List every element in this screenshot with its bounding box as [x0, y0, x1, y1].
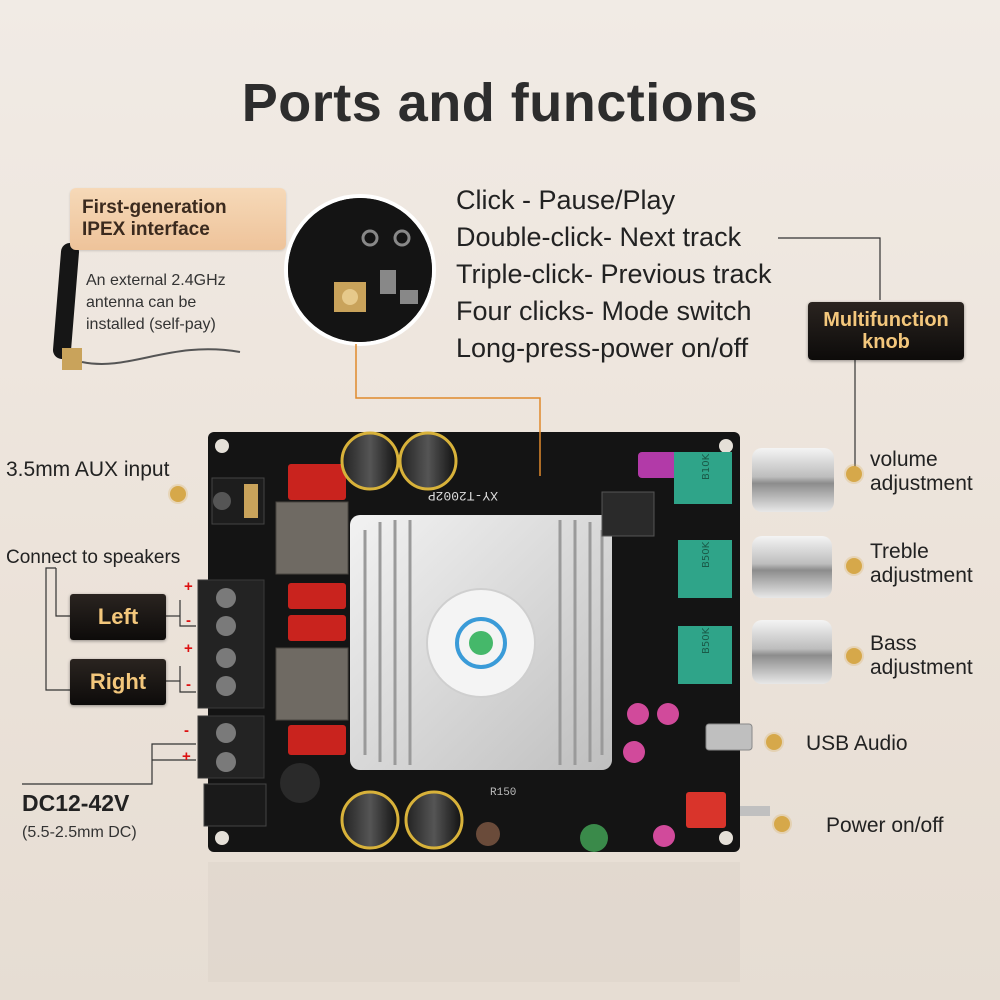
- dc-voltage-label: DC12-42V: [22, 790, 130, 816]
- left-plus-sign: +: [184, 578, 193, 595]
- function-click: Click - Pause/Play: [456, 185, 676, 215]
- power-switch[interactable]: [686, 792, 726, 828]
- volume-knob[interactable]: [752, 448, 834, 512]
- treble-knob[interactable]: [752, 536, 832, 598]
- right-plus-sign: +: [184, 640, 193, 657]
- right-speaker-badge: Right: [70, 659, 166, 705]
- dc-plus-sign: +: [182, 748, 191, 765]
- svg-text:B50K: B50K: [701, 627, 712, 654]
- knob-function-list: Click - Pause/Play Double-click- Next tr…: [456, 182, 772, 367]
- bass-pot: [678, 626, 732, 684]
- bass-knob[interactable]: [752, 620, 832, 684]
- svg-text:B50K: B50K: [701, 541, 712, 568]
- left-speaker-badge: Left: [70, 594, 166, 640]
- board-model-label: XY-T2002P: [428, 488, 498, 503]
- right-minus-sign: -: [186, 676, 191, 693]
- function-triple-click: Triple-click- Previous track: [456, 259, 772, 289]
- left-minus-sign: -: [186, 612, 191, 629]
- function-double-click: Double-click- Next track: [456, 222, 742, 252]
- dc-jack-size-label: (5.5-2.5mm DC): [22, 824, 137, 841]
- aux-input-label: 3.5mm AUX input: [6, 458, 170, 481]
- svg-text:R150: R150: [490, 787, 516, 799]
- function-long-press: Long-press-power on/off: [456, 333, 749, 363]
- usb-audio-label: USB Audio: [806, 732, 908, 755]
- aux-dot: [170, 486, 186, 502]
- treble-dot: [846, 558, 862, 574]
- board-reflection: [208, 862, 740, 982]
- ipex-interface-tag: First-generation IPEX interface: [70, 188, 286, 250]
- function-four-clicks: Four clicks- Mode switch: [456, 296, 752, 326]
- svg-text:B10K: B10K: [701, 453, 712, 480]
- page-title: Ports and functions: [241, 73, 759, 133]
- usb-port: [705, 723, 753, 751]
- usb-dot: [766, 734, 782, 750]
- treble-pot: [678, 540, 732, 598]
- volume-pot: [674, 452, 732, 504]
- volume-dot: [846, 466, 862, 482]
- multifunction-knob-badge: Multifunction knob: [808, 302, 964, 360]
- dc-minus-sign: -: [184, 722, 189, 739]
- dc-barrel-jack: [203, 783, 267, 827]
- power-label: Power on/off: [826, 814, 944, 837]
- power-dot: [774, 816, 790, 832]
- antenna: [53, 243, 79, 359]
- speakers-label: Connect to speakers: [6, 547, 181, 568]
- antenna-note: An external 2.4GHz antenna can be instal…: [86, 272, 226, 333]
- bass-dot: [846, 648, 862, 664]
